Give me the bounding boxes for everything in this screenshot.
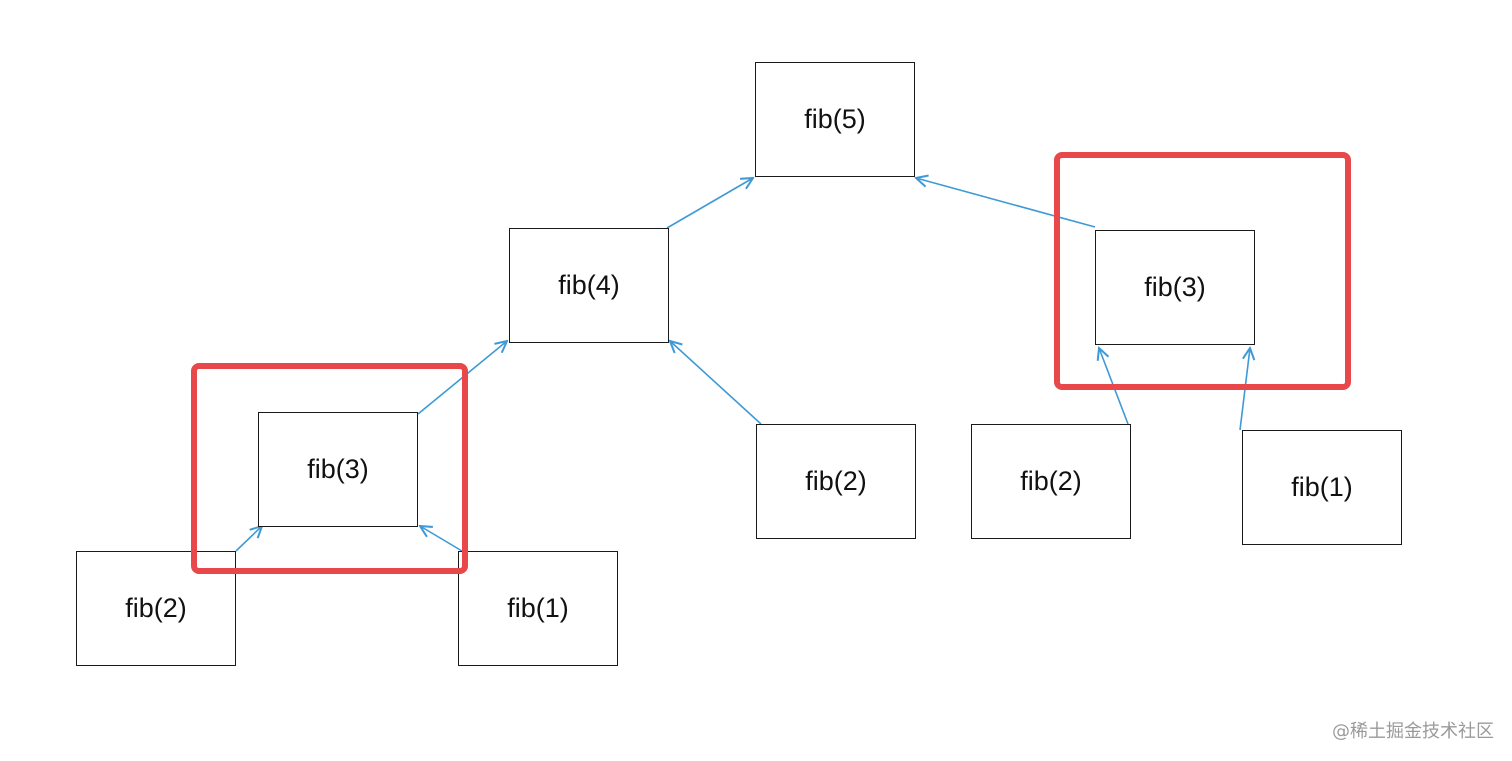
- edge-fib2-to-fib3-b: [235, 526, 262, 552]
- node-fib4: fib(4): [509, 228, 669, 343]
- node-label: fib(2): [125, 593, 187, 623]
- node-label: fib(2): [805, 466, 867, 496]
- node-label: fib(3): [307, 454, 369, 484]
- edge-fib4-to-fib5: [666, 178, 753, 229]
- node-label: fib(1): [1291, 472, 1353, 502]
- node-label: fib(4): [558, 270, 620, 300]
- node-fib5: fib(5): [755, 62, 915, 177]
- highlight-box-right: [1054, 152, 1351, 390]
- watermark: @稀土掘金技术社区: [1332, 721, 1494, 742]
- node-label: fib(1): [507, 593, 569, 623]
- node-fib2-center: fib(2): [756, 424, 916, 539]
- edge-fib1-to-fib3-b: [420, 526, 463, 552]
- node-fib1-right: fib(1): [1242, 430, 1402, 545]
- node-fib2-right: fib(2): [971, 424, 1131, 539]
- highlight-box-left: [191, 363, 468, 574]
- node-label: fib(2): [1020, 466, 1082, 496]
- node-label: fib(3): [1144, 272, 1206, 302]
- node-label: fib(5): [804, 104, 866, 134]
- node-fib3-left: fib(3): [258, 412, 418, 527]
- edge-fib3-to-fib5: [916, 178, 1096, 228]
- edge-fib2-to-fib4: [670, 341, 762, 425]
- node-fib1-left: fib(1): [458, 551, 618, 666]
- node-fib3-right: fib(3): [1095, 230, 1255, 345]
